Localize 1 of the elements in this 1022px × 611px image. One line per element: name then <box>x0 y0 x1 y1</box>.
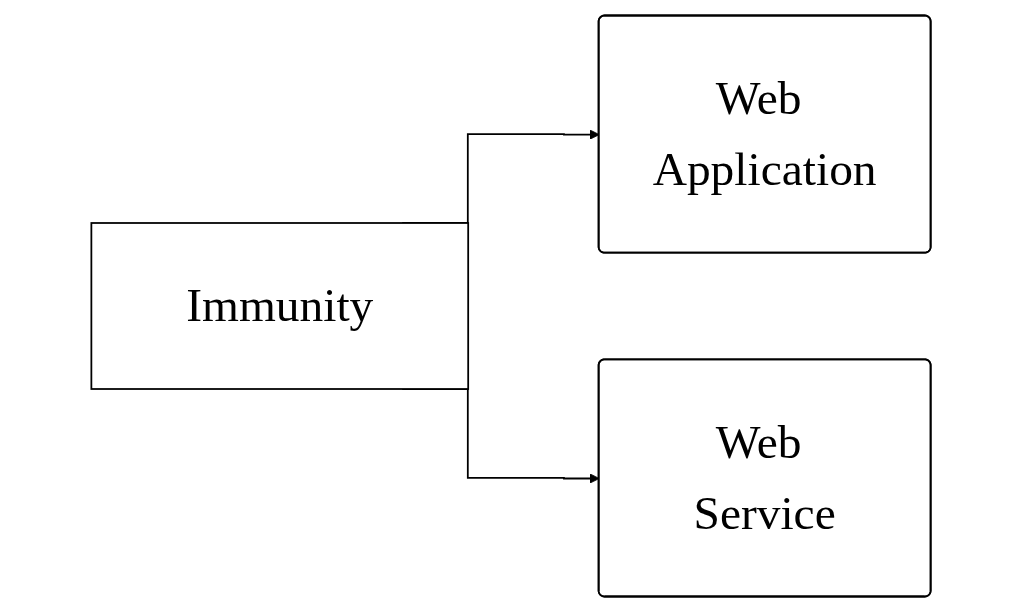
node-box: Immunity <box>90 221 470 390</box>
